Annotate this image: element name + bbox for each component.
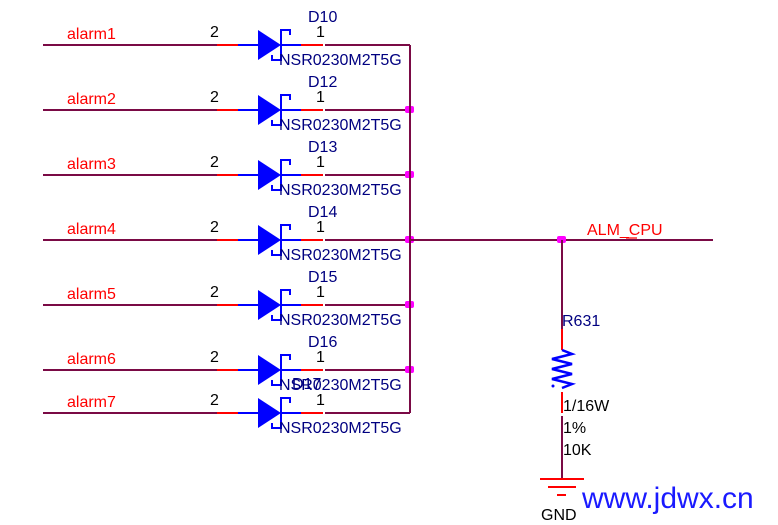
net-label-input: alarm2 (67, 91, 116, 108)
anode-pin-number: 2 (210, 219, 219, 236)
ground-symbol: GND (540, 478, 584, 524)
cathode-pin-number: 1 (316, 219, 325, 236)
diode-part-number: NSR0230M2T5G (279, 52, 402, 69)
cathode-pin-number: 1 (316, 392, 325, 409)
schottky-diode-icon (258, 355, 281, 385)
diode-designator: D12 (308, 74, 337, 91)
ground-label: GND (541, 507, 577, 524)
resistor-pin1-dot (551, 384, 555, 388)
resistor-designator: R631 (562, 313, 600, 330)
net-label-input: alarm6 (67, 351, 116, 368)
resistor-tolerance: 1% (563, 420, 586, 437)
schottky-diode-icon (258, 225, 281, 255)
resistor-r631: R631 1/16W 1% 10K (551, 240, 610, 479)
net-label-input: alarm7 (67, 394, 116, 411)
anode-pin-number: 2 (210, 89, 219, 106)
diode-part-number: NSR0230M2T5G (279, 420, 402, 437)
anode-pin-number: 2 (210, 24, 219, 41)
diode-designator: D16 (308, 334, 337, 351)
anode-pin-number: 2 (210, 154, 219, 171)
net-label-alm-cpu: ALM_CPU (587, 222, 663, 239)
diode-designator: D14 (308, 204, 337, 221)
net-label-input: alarm1 (67, 26, 116, 43)
diode-designator: D13 (308, 139, 337, 156)
diode-designator: D17 (292, 376, 321, 393)
net-label-input: alarm4 (67, 221, 116, 238)
diode-designator: D15 (308, 269, 337, 286)
net-label-input: alarm5 (67, 286, 116, 303)
resistor-power: 1/16W (563, 398, 610, 415)
schottky-diode-icon (258, 398, 281, 428)
diode-part-number: NSR0230M2T5G (279, 247, 402, 264)
schottky-diode-icon (258, 290, 281, 320)
schottky-diode-icon (258, 160, 281, 190)
junction-dot (557, 236, 566, 243)
watermark: www.jdwx.cn (581, 482, 754, 515)
cathode-pin-number: 1 (316, 89, 325, 106)
cathode-pin-number: 1 (316, 24, 325, 41)
anode-pin-number: 2 (210, 284, 219, 301)
diode-part-number: NSR0230M2T5G (279, 182, 402, 199)
cathode-pin-number: 1 (316, 284, 325, 301)
diode-part-number: NSR0230M2T5G (279, 312, 402, 329)
cathode-pin-number: 1 (316, 154, 325, 171)
diode-part-number: NSR0230M2T5G (279, 117, 402, 134)
resistor-value: 10K (563, 442, 592, 459)
anode-pin-number: 2 (210, 349, 219, 366)
resistor-zigzag-icon (551, 348, 577, 390)
diode-part-number: NSR0230M2T5G (279, 377, 402, 394)
anode-pin-number: 2 (210, 392, 219, 409)
net-label-input: alarm3 (67, 156, 116, 173)
diode-designator: D10 (308, 9, 337, 26)
schottky-diode-icon (258, 95, 281, 125)
cathode-pin-number: 1 (316, 349, 325, 366)
schottky-diode-icon (258, 30, 281, 60)
